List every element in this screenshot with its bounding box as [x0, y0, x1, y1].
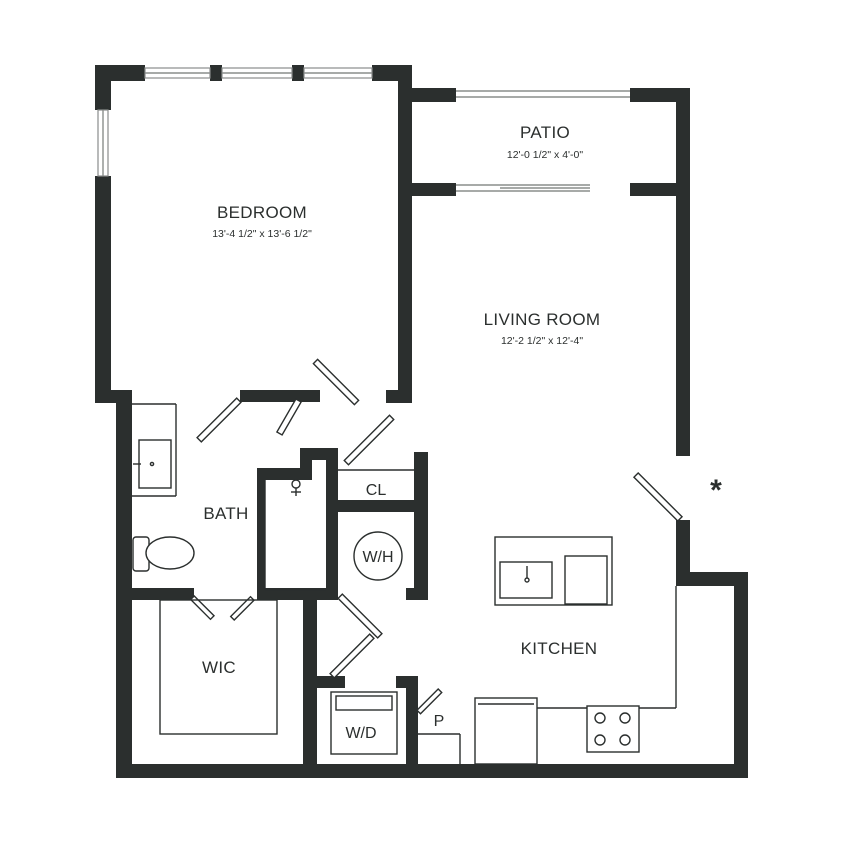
bath-sink	[138, 439, 172, 489]
kitchen-island	[494, 536, 613, 606]
living-room-name: LIVING ROOM	[484, 310, 601, 329]
living-room-dims: 12'-2 1/2" x 12'-4"	[501, 335, 583, 347]
washer-dryer	[330, 691, 398, 755]
bath-name: BATH	[203, 504, 248, 523]
bedroom-dims: 13'-4 1/2" x 13'-6 1/2"	[212, 228, 312, 240]
exterior-walls	[95, 65, 748, 778]
room-labels: BEDROOM 13'-4 1/2" x 13'-6 1/2" PATIO 12…	[202, 123, 722, 742]
pantry-name: P	[434, 713, 445, 730]
closet-name: CL	[366, 482, 387, 499]
water-heater	[353, 531, 403, 581]
interior-walls	[116, 390, 428, 778]
doors	[189, 358, 684, 715]
wic-name: WIC	[202, 658, 236, 677]
bedroom-name: BEDROOM	[217, 203, 307, 222]
windows	[97, 67, 630, 192]
patio-dims: 12'-0 1/2" x 4'-0"	[507, 149, 584, 161]
entry-marker: *	[710, 474, 722, 507]
shower-head-icon	[291, 479, 301, 496]
refrigerator	[474, 697, 538, 765]
kitchen-sink	[499, 561, 553, 599]
dishwasher	[564, 555, 608, 605]
water-heater-name: W/H	[362, 549, 393, 566]
patio-name: PATIO	[520, 123, 570, 142]
washer-dryer-name: W/D	[345, 725, 376, 742]
toilet	[132, 536, 195, 572]
kitchen-name: KITCHEN	[521, 639, 598, 658]
fixtures	[132, 403, 677, 765]
stove	[586, 705, 640, 753]
